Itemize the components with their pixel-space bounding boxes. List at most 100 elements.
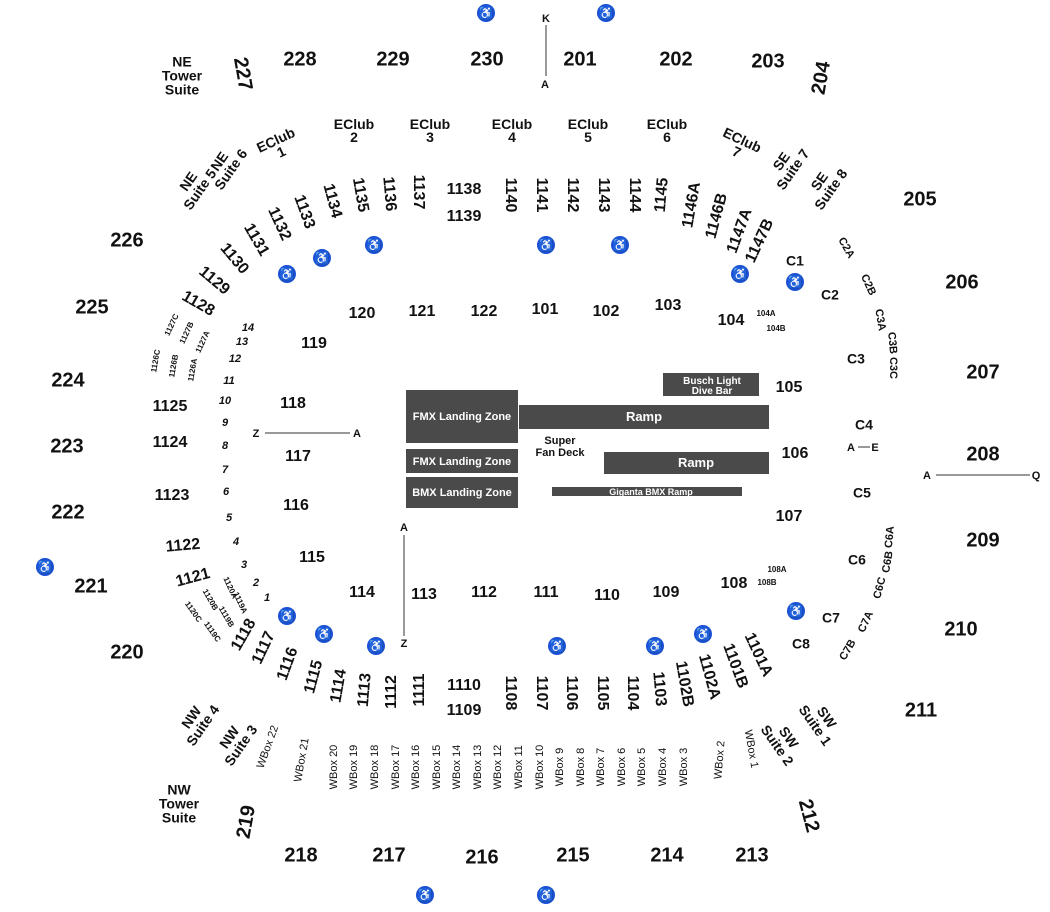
busch-light-dive-bar[interactable] <box>663 373 759 396</box>
section-228[interactable]: 228 <box>283 48 316 70</box>
section-215[interactable]: 215 <box>556 844 589 866</box>
section-220[interactable]: 220 <box>110 641 143 663</box>
section-222[interactable]: 222 <box>51 501 84 523</box>
section-1108[interactable]: 1108 <box>502 676 519 711</box>
section-207[interactable]: 207 <box>966 361 999 383</box>
section-1138[interactable]: 1138 <box>447 181 482 198</box>
floor-row-6[interactable]: 6 <box>223 486 230 498</box>
floor-row-9[interactable]: 9 <box>222 417 229 429</box>
section-103[interactable]: 103 <box>655 297 682 314</box>
floor-row-2[interactable]: 2 <box>252 577 259 589</box>
section-112[interactable]: 112 <box>471 584 497 601</box>
section-1116[interactable]: 1116 <box>274 645 302 683</box>
section-C8[interactable]: C8 <box>792 636 810 652</box>
section-202[interactable]: 202 <box>659 48 692 70</box>
section-1136[interactable]: 1136 <box>379 176 399 212</box>
section-104B[interactable]: 104B <box>766 324 785 333</box>
wbox-wbox-20[interactable]: WBox 20 <box>328 745 340 790</box>
section-209[interactable]: 209 <box>966 529 999 551</box>
wbox-wbox-6[interactable]: WBox 6 <box>616 748 628 787</box>
fmx-landing-zone-top[interactable] <box>406 390 518 443</box>
section-105[interactable]: 105 <box>776 379 803 396</box>
floor-row-3[interactable]: 3 <box>241 559 247 571</box>
section-1127B[interactable]: 1127B <box>178 320 196 345</box>
section-C2A[interactable]: C2A <box>835 235 856 260</box>
section-223[interactable]: 223 <box>50 435 83 457</box>
section-C6A[interactable]: C6A <box>883 525 897 548</box>
section-C7[interactable]: C7 <box>822 610 840 626</box>
section-1105[interactable]: 1105 <box>594 676 611 711</box>
section-1119B[interactable]: 1119B <box>217 605 236 629</box>
section-219[interactable]: 219 <box>233 804 260 841</box>
section-C6[interactable]: C6 <box>848 552 866 568</box>
section-218[interactable]: 218 <box>284 844 317 866</box>
section-1140[interactable]: 1140 <box>502 178 519 213</box>
section-C3B[interactable]: C3B <box>885 332 899 355</box>
ramp-top[interactable] <box>519 405 769 429</box>
section-210[interactable]: 210 <box>944 618 977 640</box>
section-206[interactable]: 206 <box>945 271 978 293</box>
section-107[interactable]: 107 <box>776 508 803 525</box>
section-229[interactable]: 229 <box>376 48 409 70</box>
wbox-wbox-10[interactable]: WBox 10 <box>534 745 546 790</box>
section-1111[interactable]: 1111 <box>411 673 428 706</box>
wbox-wbox-9[interactable]: WBox 9 <box>554 748 566 787</box>
section-1129[interactable]: 1129 <box>195 263 233 298</box>
section-122[interactable]: 122 <box>471 303 498 320</box>
section-1139[interactable]: 1139 <box>447 208 482 225</box>
floor-row-8[interactable]: 8 <box>222 440 229 452</box>
section-1144[interactable]: 1144 <box>626 178 643 213</box>
section-213[interactable]: 213 <box>735 844 768 866</box>
section-118[interactable]: 118 <box>280 395 306 412</box>
fmx-landing-zone-mid[interactable] <box>406 449 518 473</box>
wbox-wbox-5[interactable]: WBox 5 <box>636 748 648 787</box>
section-1109[interactable]: 1109 <box>447 702 482 719</box>
section-108B[interactable]: 108B <box>757 578 776 587</box>
floor-row-1[interactable]: 1 <box>264 592 270 604</box>
section-201[interactable]: 201 <box>563 48 596 70</box>
section-227[interactable]: 227 <box>229 56 256 93</box>
floor-row-13[interactable]: 13 <box>236 336 248 348</box>
section-1142[interactable]: 1142 <box>564 178 581 213</box>
section-1128[interactable]: 1128 <box>179 288 218 320</box>
section-1102B[interactable]: 1102B <box>672 660 697 709</box>
section-109[interactable]: 109 <box>653 584 680 601</box>
section-1110[interactable]: 1110 <box>447 677 481 694</box>
section-108A[interactable]: 108A <box>767 565 786 574</box>
section-1143[interactable]: 1143 <box>595 178 612 213</box>
wbox-wbox-7[interactable]: WBox 7 <box>595 748 607 787</box>
section-1103[interactable]: 1103 <box>649 671 669 707</box>
section-1127A[interactable]: 1127A <box>194 329 212 354</box>
section-C4[interactable]: C4 <box>855 417 873 433</box>
section-214[interactable]: 214 <box>650 844 684 866</box>
wbox-wbox-13[interactable]: WBox 13 <box>472 745 484 790</box>
section-1137[interactable]: 1137 <box>410 175 427 210</box>
section-106[interactable]: 106 <box>782 445 809 462</box>
ramp-mid[interactable] <box>604 452 769 474</box>
floor-row-10[interactable]: 10 <box>219 395 232 407</box>
section-1121[interactable]: 1121 <box>174 565 212 590</box>
section-1119C[interactable]: 1119C <box>202 620 223 644</box>
section-119[interactable]: 119 <box>301 335 327 352</box>
section-117[interactable]: 117 <box>285 448 311 465</box>
section-221[interactable]: 221 <box>74 575 107 597</box>
wbox-wbox-2[interactable]: WBox 2 <box>712 740 727 779</box>
wbox-wbox-1[interactable]: WBox 1 <box>742 729 761 769</box>
section-1113[interactable]: 1113 <box>355 672 375 707</box>
section-1104[interactable]: 1104 <box>624 676 641 711</box>
section-1134[interactable]: 1134 <box>320 182 345 220</box>
section-1124[interactable]: 1124 <box>153 434 188 451</box>
section-121[interactable]: 121 <box>409 303 436 320</box>
section-C3A[interactable]: C3A <box>872 308 888 332</box>
section-1130[interactable]: 1130 <box>217 240 252 278</box>
floor-row-4[interactable]: 4 <box>232 536 239 548</box>
